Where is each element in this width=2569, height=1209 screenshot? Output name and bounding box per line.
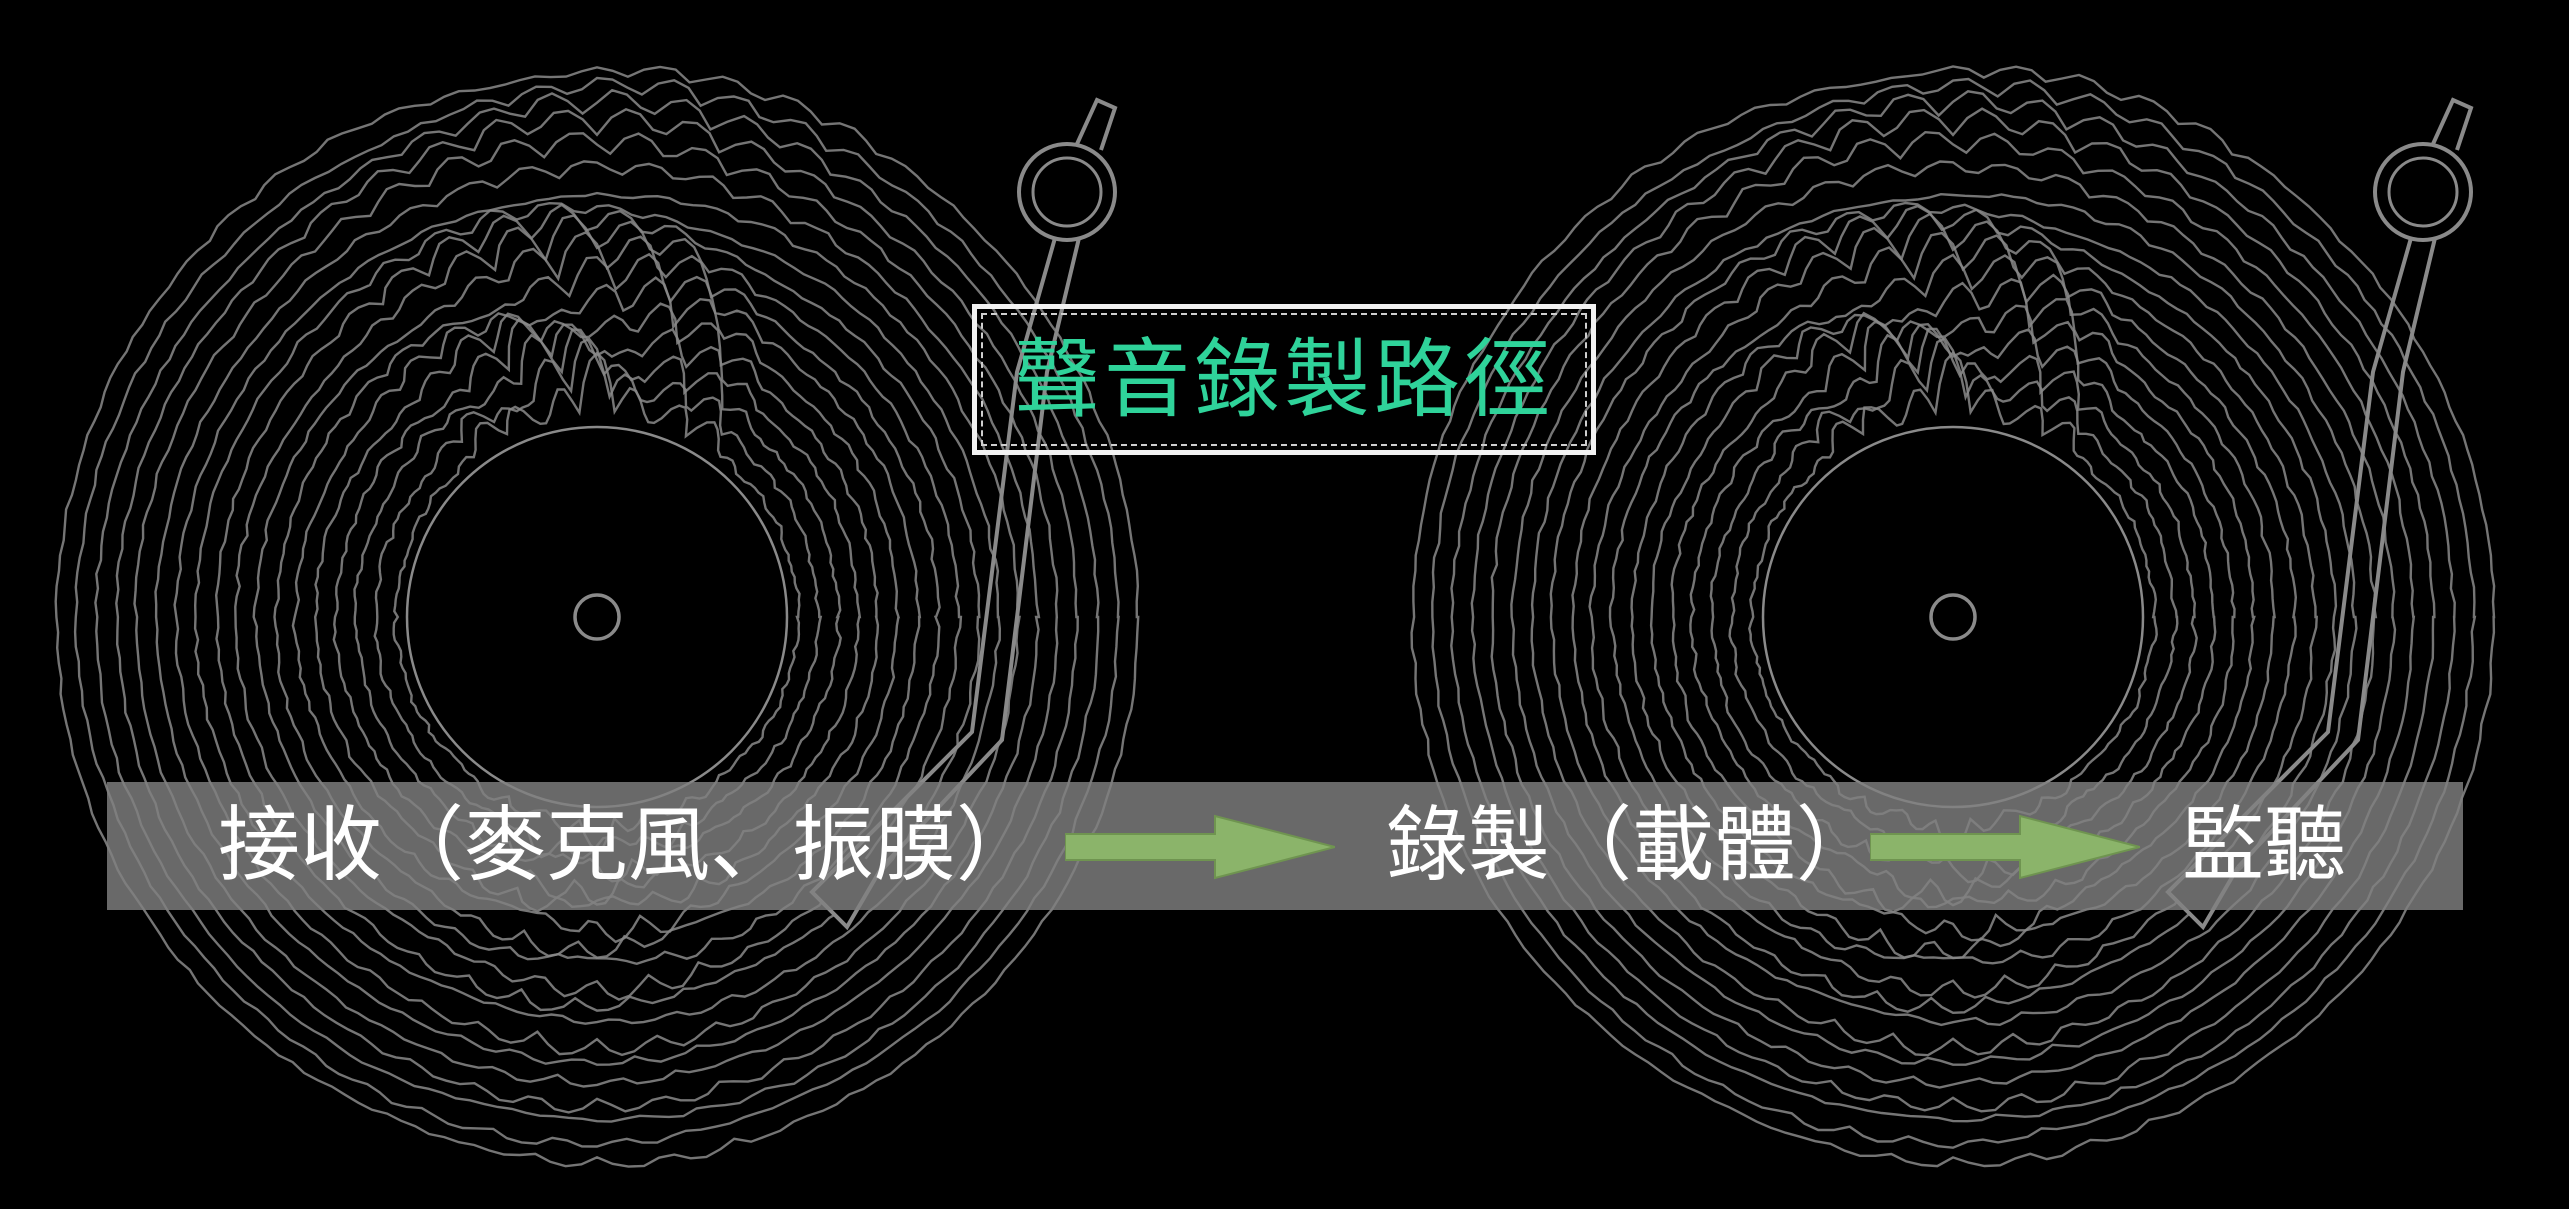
arrow-right-icon bbox=[1870, 814, 2140, 880]
arrow-right-icon bbox=[1065, 814, 1335, 880]
title-frame: 聲音錄製路徑 bbox=[972, 304, 1596, 455]
right-record-icon bbox=[1410, 65, 2496, 1168]
flow-step-monitor: 監聽 bbox=[2182, 798, 2347, 893]
diagram-title: 聲音錄製路徑 bbox=[1014, 329, 1554, 430]
flow-step-record: 錄製（載體） bbox=[1386, 798, 1879, 893]
left-record-icon bbox=[54, 65, 1140, 1168]
flow-step-receive: 接收（麥克風、振膜） bbox=[218, 798, 1039, 893]
